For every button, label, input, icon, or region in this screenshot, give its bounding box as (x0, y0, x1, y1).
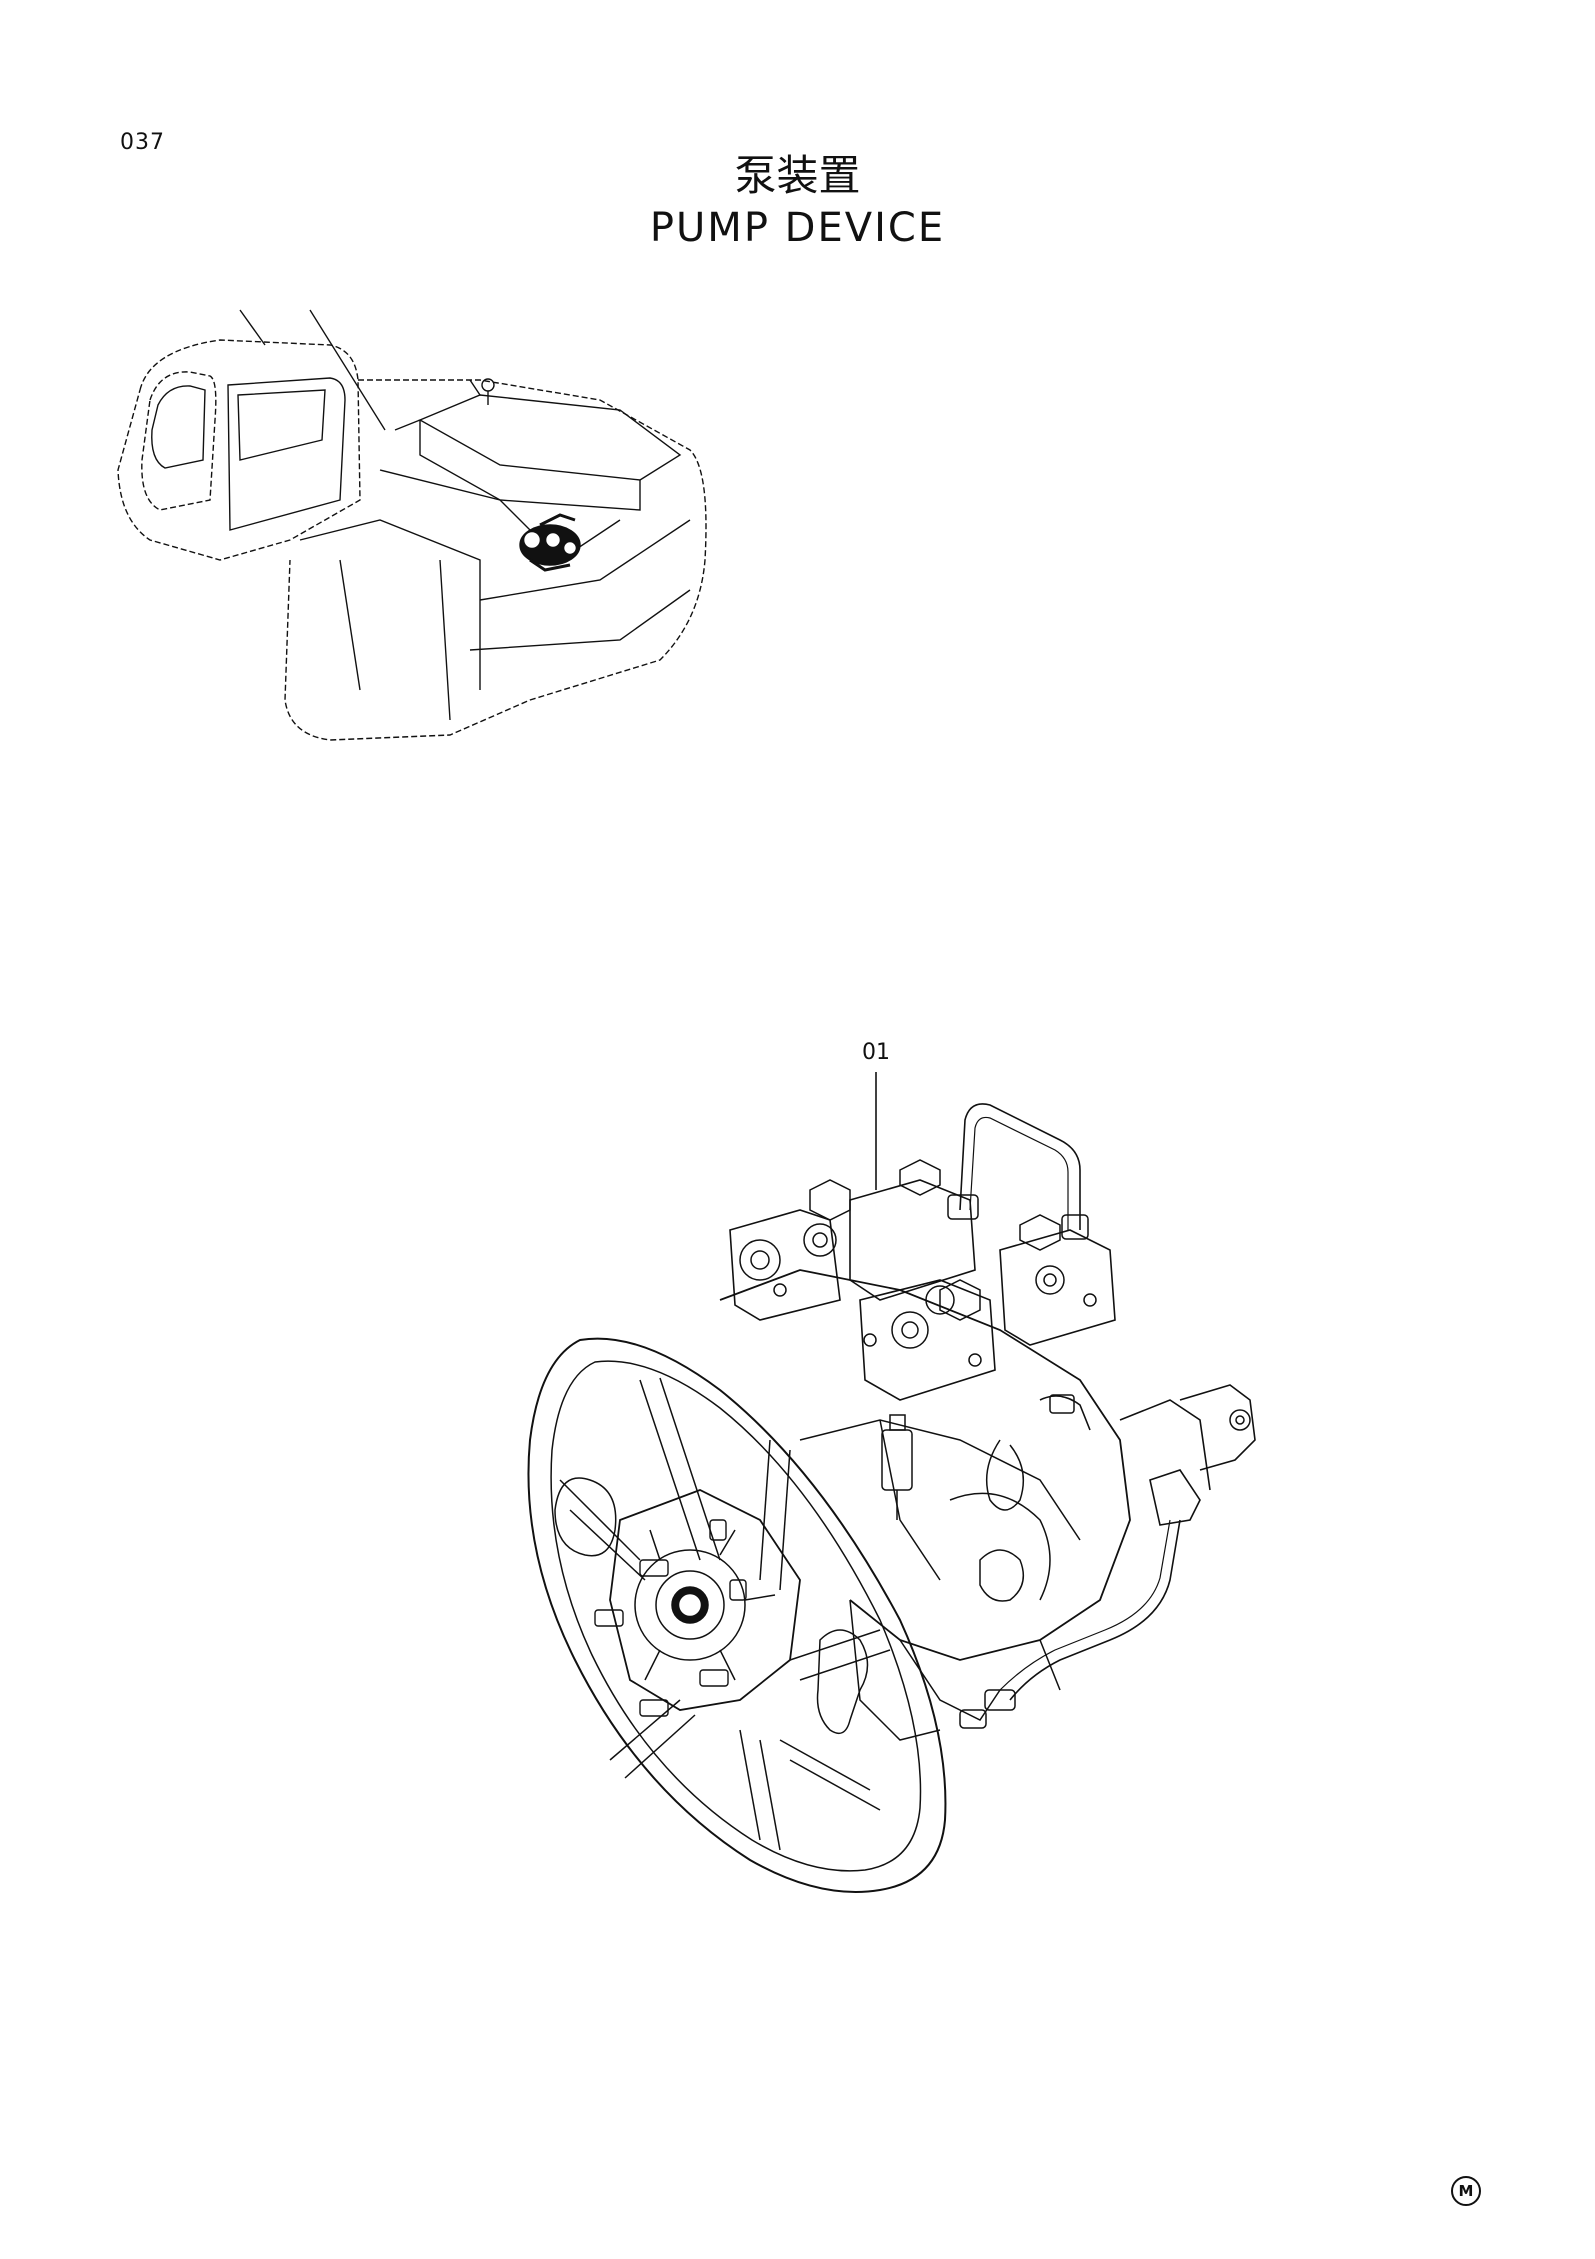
manufacturer-mark: M (1451, 2176, 1481, 2206)
callout-label-01: 01 (862, 1040, 890, 1065)
title-english: PUMP DEVICE (649, 205, 946, 251)
title-block: 泵装置 PUMP DEVICE (0, 150, 1595, 254)
title-chinese: 泵装置 (734, 151, 861, 200)
page-number: 037 (120, 130, 165, 155)
